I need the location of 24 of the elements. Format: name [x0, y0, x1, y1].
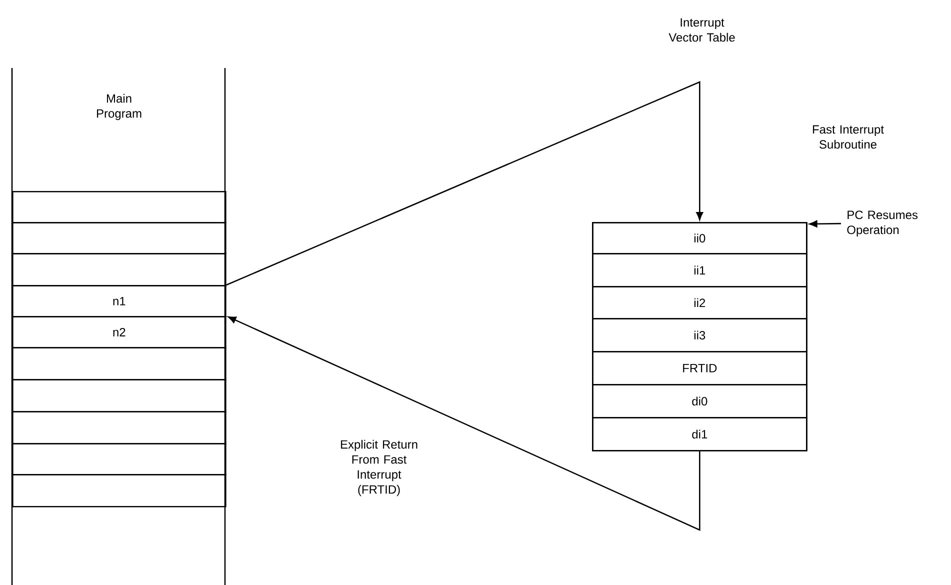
- table-row: ii3: [592, 318, 808, 352]
- arrow: [226, 81, 704, 286]
- table-row: ii2: [592, 286, 808, 320]
- arrow: [228, 316, 700, 531]
- table-row: FRTID: [592, 350, 808, 386]
- table-row: ii1: [592, 252, 808, 288]
- text-label: Fast Interrupt Subroutine: [812, 125, 884, 149]
- table-row: di0: [592, 384, 808, 418]
- empty-row: [12, 442, 226, 476]
- text-label: Interrupt Vector Table: [668, 18, 735, 42]
- arrow: [809, 220, 841, 228]
- empty-row: [12, 252, 226, 286]
- empty-row: [12, 474, 226, 508]
- empty-row: [12, 346, 226, 380]
- table-row: n2: [12, 316, 226, 348]
- empty-row: [12, 410, 226, 444]
- empty-row: [12, 222, 226, 254]
- empty-row: [12, 190, 226, 224]
- table-row: ii0: [592, 222, 808, 254]
- table-row: di1: [592, 416, 808, 452]
- table-row: n1: [12, 284, 226, 318]
- text-label: Explicit Return From Fast Interrupt (FRTID): [340, 440, 418, 496]
- annotation-text: PC Resumes Operation: [847, 210, 918, 236]
- empty-row: [12, 378, 226, 412]
